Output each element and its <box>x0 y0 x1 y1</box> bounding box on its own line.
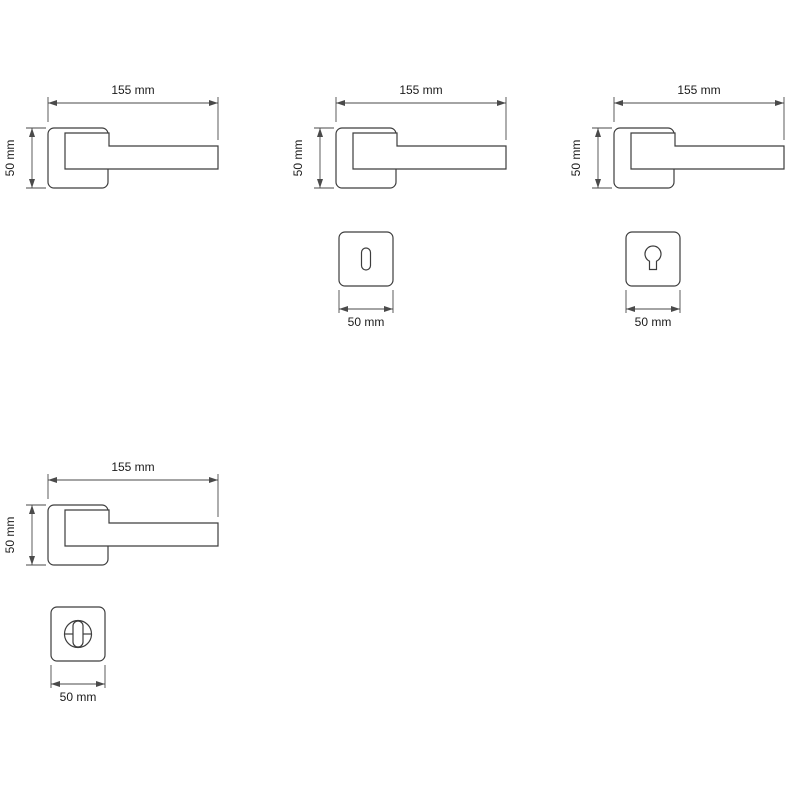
lever <box>630 132 785 170</box>
door-handle-drawing: 155 mm 50 mm <box>569 83 785 189</box>
handle-variant-1: 155 mm 50 mm <box>2 78 232 203</box>
dimension-lines: 155 mm 50 mm <box>291 83 507 189</box>
handle-variant-4: 155 mm 50 mm <box>2 455 232 580</box>
dimension-lines: 155 mm 50 mm <box>3 83 219 189</box>
escutcheon-drawing: 50 mm <box>50 606 106 704</box>
escutcheon-euro-cylinder: 50 mm <box>616 222 736 339</box>
escutcheon-outline <box>50 606 106 662</box>
door-handle-drawing: 155 mm 50 mm <box>3 460 219 566</box>
lever <box>64 132 219 170</box>
handle-outline <box>613 127 785 189</box>
width-dimension-label: 155 mm <box>111 83 154 97</box>
dimension-lines: 50 mm <box>50 665 106 704</box>
handle-outline <box>47 504 219 566</box>
dimension-lines: 155 mm 50 mm <box>3 460 219 566</box>
height-dimension-label: 50 mm <box>569 140 583 177</box>
handle-variant-3: 155 mm 50 mm <box>568 78 798 203</box>
handle-outline <box>47 127 219 189</box>
door-handle-drawing: 155 mm 50 mm <box>3 83 219 189</box>
escutcheon-outline <box>625 231 681 287</box>
escutcheon-drawing: 50 mm <box>625 231 681 329</box>
lever <box>64 509 219 547</box>
size-dimension-label: 50 mm <box>60 690 97 704</box>
size-dimension-label: 50 mm <box>635 315 672 329</box>
dimension-lines: 50 mm <box>625 290 681 329</box>
handle-outline <box>335 127 507 189</box>
escutcheon-keyhole: 50 mm <box>329 222 449 339</box>
euro-cylinder-icon <box>644 245 662 271</box>
height-dimension-label: 50 mm <box>291 140 305 177</box>
handle-variant-2: 155 mm 50 mm <box>290 78 520 203</box>
width-dimension-label: 155 mm <box>677 83 720 97</box>
width-dimension-label: 155 mm <box>111 460 154 474</box>
escutcheon-wc-turn: 50 mm <box>41 597 161 714</box>
dimension-lines: 50 mm <box>338 290 394 329</box>
width-dimension-label: 155 mm <box>399 83 442 97</box>
height-dimension-label: 50 mm <box>3 517 17 554</box>
escutcheon-drawing: 50 mm <box>338 231 394 329</box>
size-dimension-label: 50 mm <box>348 315 385 329</box>
lever <box>352 132 507 170</box>
escutcheon-outline <box>338 231 394 287</box>
door-handle-drawing: 155 mm 50 mm <box>291 83 507 189</box>
wc-turn-icon <box>63 619 93 649</box>
keyhole-icon <box>360 247 372 271</box>
dimension-lines: 155 mm 50 mm <box>569 83 785 189</box>
height-dimension-label: 50 mm <box>3 140 17 177</box>
